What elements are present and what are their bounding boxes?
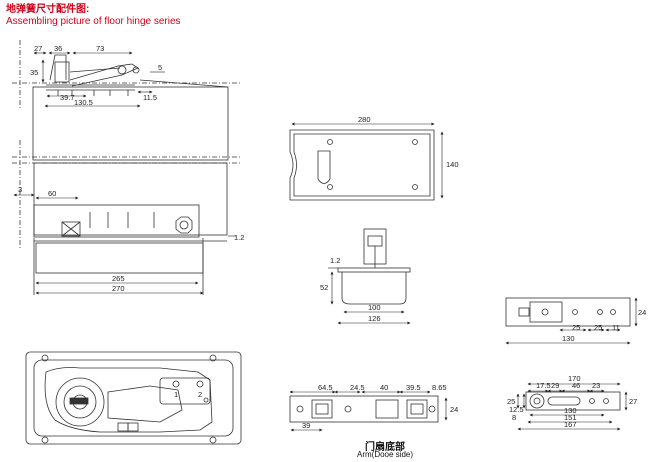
dim-body-60: 60	[48, 189, 56, 198]
top-assembly-view	[12, 40, 240, 250]
dim-plate-280: 280	[358, 115, 371, 124]
dim-body-1-2: 1.2	[234, 233, 244, 242]
dim-arm-40: 40	[380, 383, 388, 392]
dim-arm2-25: 25	[507, 397, 515, 406]
arm-door-side-view	[289, 390, 448, 432]
dim-arm2-46: 46	[572, 381, 580, 390]
floor-spring-top-view	[25, 351, 242, 445]
dim-arm2-12-5: 12.5	[509, 405, 524, 414]
dim-arm2-23: 23	[592, 381, 600, 390]
floor-body-view	[12, 162, 240, 295]
dim-cross-1-2: 1.2	[330, 256, 340, 265]
dim-arm2-167: 167	[564, 420, 577, 429]
port-label-2: 2	[198, 390, 202, 399]
arm-caption-english: Arm(Dooe side)	[356, 450, 413, 459]
dim-arm2-8: 8	[512, 413, 516, 422]
dim-arm2-29: 29	[551, 381, 559, 390]
dim-top-5: 5	[158, 63, 162, 72]
dim-side-130: 130	[562, 334, 575, 343]
dim-top-130-5: 130.5	[74, 98, 93, 107]
dim-arm2-130: 130	[564, 406, 577, 415]
dim-arm2-151: 151	[564, 413, 577, 422]
dim-arm-24: 24	[450, 405, 458, 414]
dim-cross-126: 126	[368, 314, 381, 323]
dim-top-11-5: 11.5	[143, 93, 157, 102]
dim-top-39-7: 39.7	[60, 93, 75, 102]
dim-side-25a: 25	[572, 323, 580, 332]
cover-plate-view	[289, 122, 444, 201]
dim-arm-24-5: 24.5	[350, 383, 365, 392]
dim-arm-8-65: 8.65	[432, 383, 447, 392]
dim-arm-39: 39	[302, 421, 310, 430]
side-bracket-view	[505, 297, 638, 345]
arm-plan-view	[516, 382, 628, 431]
dim-arm-64-5: 64.5	[318, 383, 333, 392]
dim-cross-100: 100	[368, 303, 381, 312]
dim-body-265: 265	[112, 274, 125, 283]
arm-caption-chinese: 门扇底部	[365, 442, 405, 453]
dim-body-270: 270	[112, 284, 125, 293]
dim-side-25b: 25	[594, 323, 602, 332]
dim-body-3: 3	[18, 185, 22, 194]
dim-arm2-17-5: 17.5	[536, 381, 551, 390]
dim-top-73: 73	[96, 44, 104, 53]
dim-side-11: 11	[612, 323, 620, 332]
dim-cross-52: 52	[320, 283, 328, 292]
dim-arm-39-5: 39.5	[406, 383, 421, 392]
dim-top-36: 36	[54, 44, 62, 53]
dim-top-35: 35	[30, 68, 38, 77]
dim-side-24: 24	[638, 308, 646, 317]
dim-arm2-27: 27	[629, 397, 637, 406]
title-english: Assembling picture of floor hinge series	[6, 16, 181, 27]
dim-plate-140: 140	[446, 160, 459, 169]
dim-arm2-170: 170	[568, 374, 581, 383]
port-label-1: 1	[174, 390, 178, 399]
title-chinese: 地弹簧尺寸配件图:	[6, 4, 90, 15]
box-cross-section	[328, 228, 411, 325]
dim-top-27: 27	[34, 44, 42, 53]
